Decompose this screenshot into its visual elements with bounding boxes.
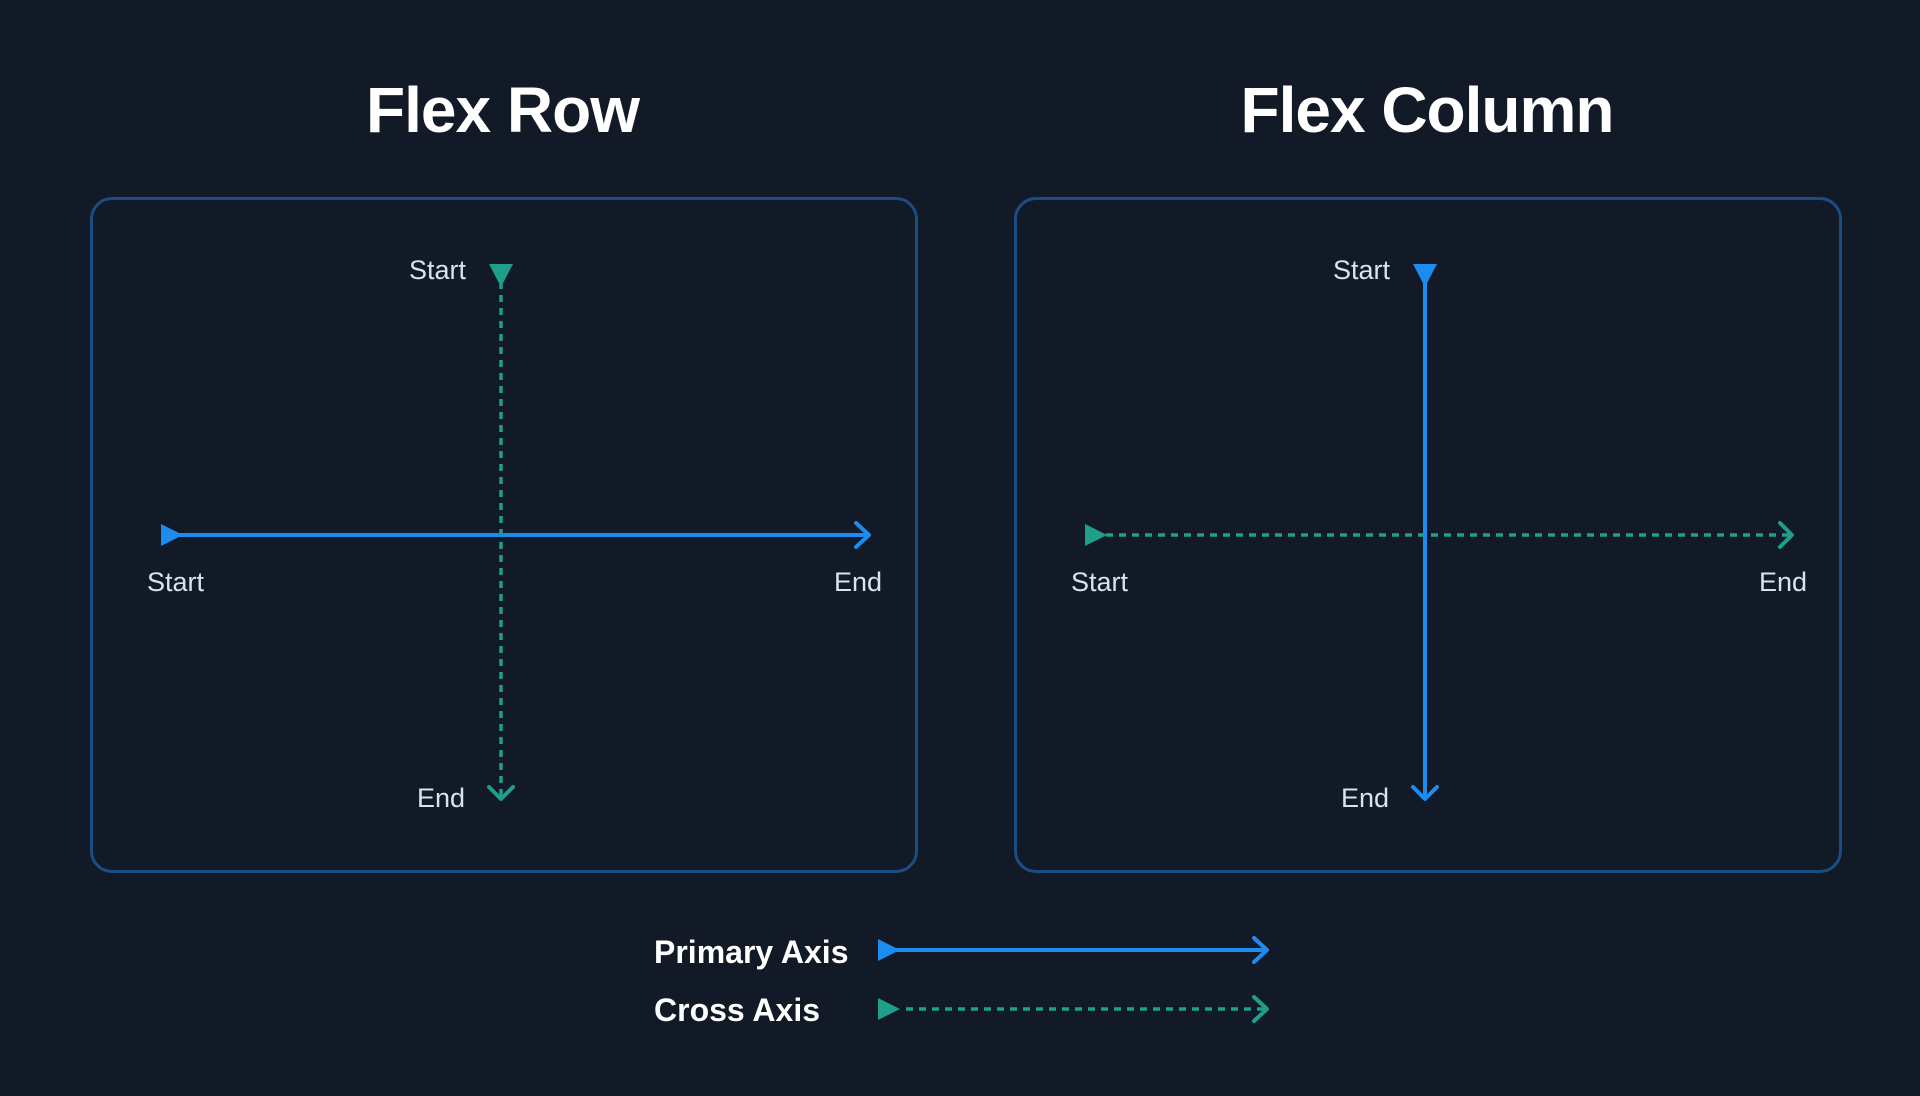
flex-column-panel (1014, 197, 1842, 873)
legend: Primary Axis Cross Axis (654, 934, 1269, 1028)
flex-row-panel (90, 197, 918, 873)
chevron-arrowhead-icon (1252, 936, 1269, 964)
triangle-start-icon (878, 939, 900, 961)
triangle-start-icon (878, 998, 900, 1020)
legend-cross-label: Cross Axis (654, 992, 820, 1028)
chevron-arrowhead-icon (1252, 995, 1269, 1023)
legend-primary-label: Primary Axis (654, 934, 848, 970)
flex-column-title: Flex Column (1240, 74, 1614, 146)
flex-row-title: Flex Row (366, 74, 640, 146)
